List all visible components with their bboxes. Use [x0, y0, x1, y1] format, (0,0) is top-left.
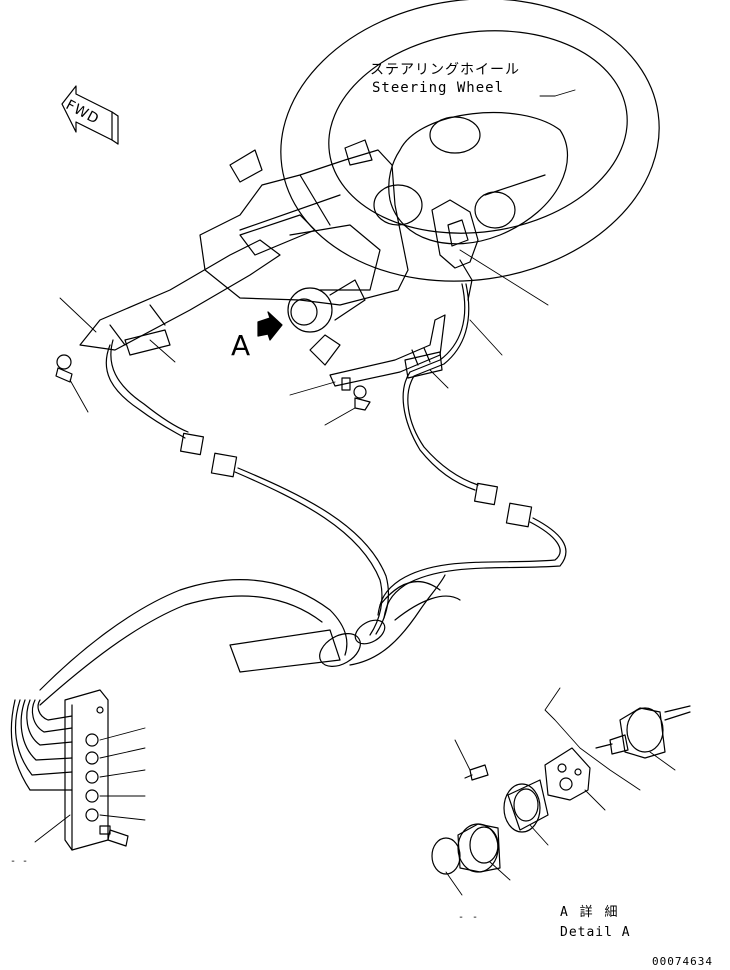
detail-a-label-en: Detail A — [560, 925, 631, 940]
detail-a-parts — [432, 706, 690, 874]
steering-wheel-label-en: Steering Wheel — [372, 80, 505, 96]
steering-column — [80, 140, 408, 365]
horn-connector — [432, 200, 478, 300]
detail-a-label-jp: A 詳 細 — [560, 905, 620, 920]
view-arrow-icon — [258, 312, 282, 340]
dash-mark: - — [472, 912, 479, 923]
harness-bracket — [330, 315, 445, 410]
steering-wheel-label-jp: ステアリングホイール — [370, 62, 520, 78]
main-harness — [40, 575, 460, 705]
left-clamp — [56, 330, 170, 382]
switch-panel — [11, 690, 128, 850]
harness-right — [378, 284, 566, 618]
drawing-number: 00074634 — [652, 955, 713, 968]
leader-lines — [35, 90, 675, 895]
view-a-marker: A — [231, 329, 251, 362]
dash-mark: - — [22, 856, 29, 867]
harness-left — [106, 340, 388, 635]
steering-wheel — [262, 0, 677, 305]
dash-mark: - — [10, 856, 17, 867]
dash-mark: - — [458, 912, 465, 923]
fwd-arrow-icon — [62, 86, 118, 144]
